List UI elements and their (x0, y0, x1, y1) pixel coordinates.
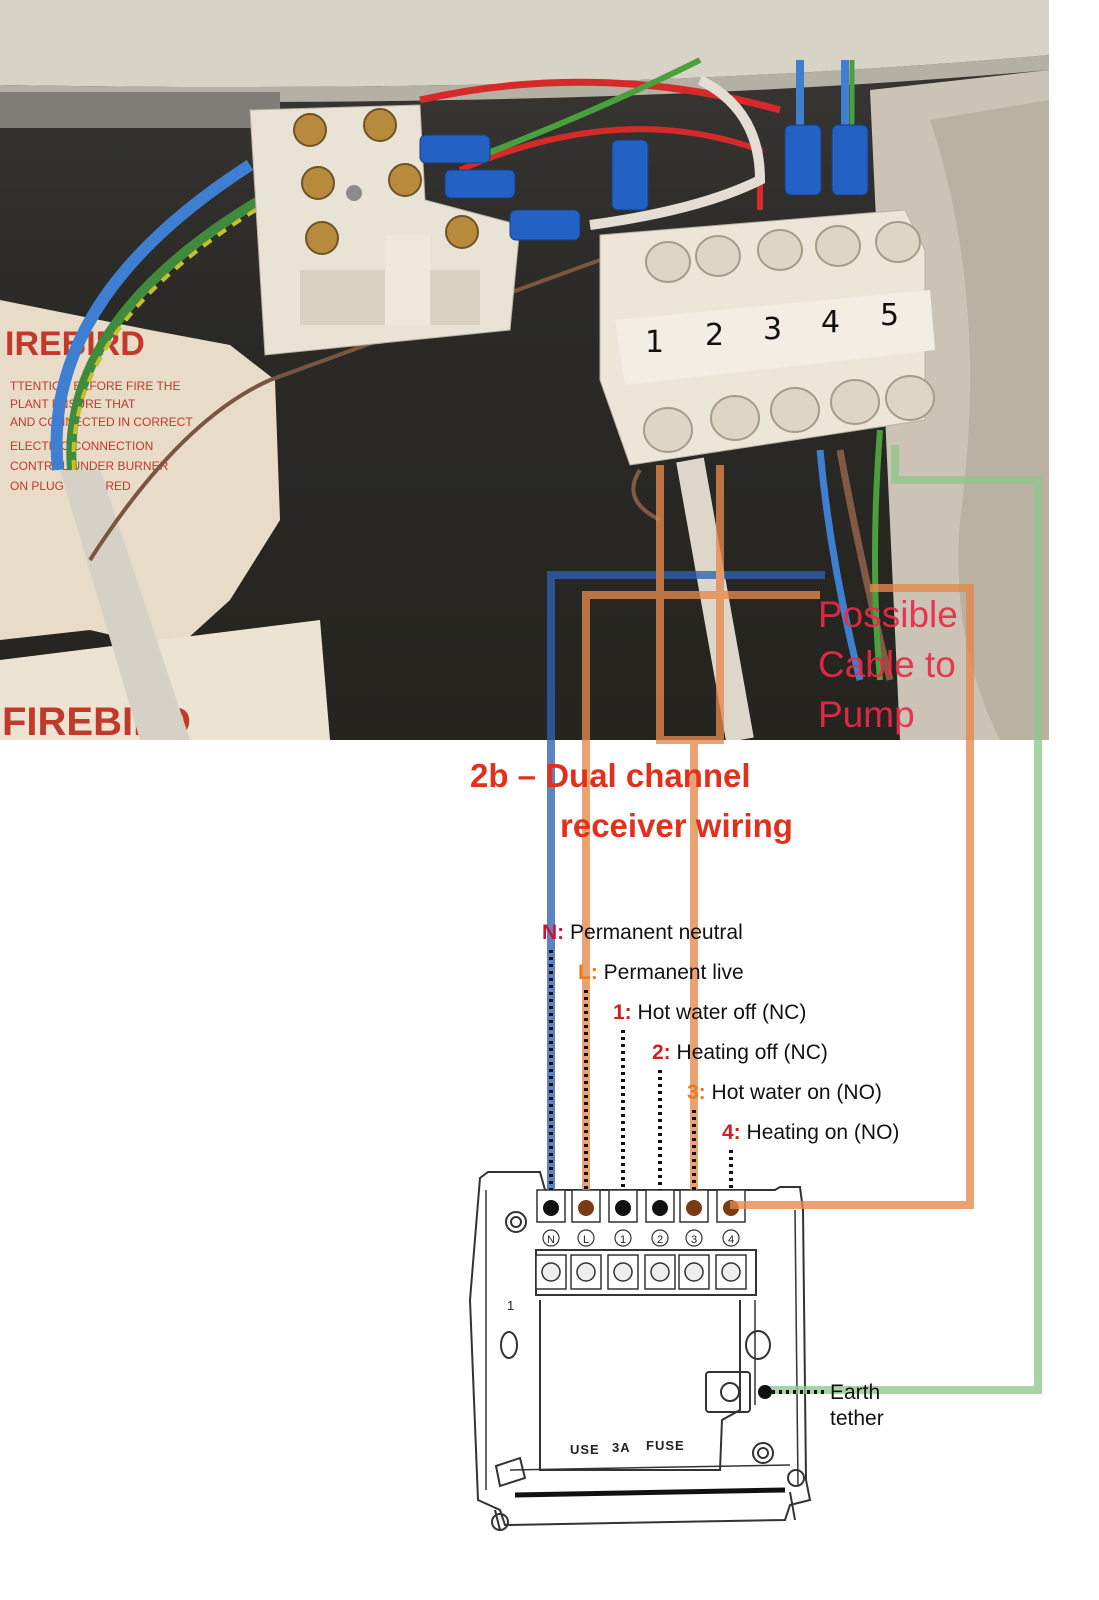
svg-text:TTENTION BEFORE FIRE THE: TTENTION BEFORE FIRE THE (10, 379, 180, 393)
terminal-pin-row: N L 1 2 3 4 (536, 1189, 746, 1247)
label-terminal-4-code: 4: (722, 1121, 741, 1144)
label-neutral-desc: Permanent neutral (564, 921, 743, 944)
terminal-number-4: 4 (821, 305, 841, 340)
right-terminal-strip (599, 209, 935, 466)
diagram-heading-line2: receiver wiring (560, 807, 793, 844)
terminal-pin-N (543, 1200, 559, 1216)
screw-L (576, 1262, 596, 1282)
terminal-mark-ring-1 (614, 1229, 632, 1247)
pump-cable-annotation: Possible Cable to Pump (818, 590, 988, 740)
terminal-mark-N: N (547, 1234, 555, 1246)
label-terminal-3-desc: Hot water on (NO) (705, 1081, 882, 1104)
earth-label-line2: tether (830, 1407, 884, 1430)
screw-block-4 (715, 1254, 747, 1290)
screw-N (541, 1262, 561, 1282)
label-terminal-1-code: 1: (613, 1001, 632, 1024)
label-live: L: Permanent live (578, 961, 744, 985)
terminal-number-3: 3 (763, 312, 783, 347)
screw-4 (721, 1262, 741, 1282)
terminal-housing-1 (608, 1189, 638, 1223)
earth-tether-label: Earth tether (830, 1380, 884, 1432)
terminal-number-5: 5 (880, 298, 900, 333)
svg-text:CONTROL UNDER BURNER: CONTROL UNDER BURNER (10, 459, 169, 473)
svg-text:ELECTRIC CONNECTION: ELECTRIC CONNECTION (10, 439, 153, 453)
terminal-screw-row (535, 1254, 747, 1290)
diagram-heading-line1: 2b – Dual channel (470, 757, 751, 794)
label-live-code: L: (578, 961, 598, 984)
annotation-line-2: Cable to (818, 644, 956, 685)
side-mark: 1 (507, 1298, 516, 1313)
terminal-mark-ring-4 (722, 1229, 740, 1247)
earth-wire-overlay (762, 445, 1042, 1394)
label-terminal-2-code: 2: (652, 1041, 671, 1064)
label-terminal-1-desc: Hot water off (NC) (631, 1001, 807, 1024)
terminal-pin-3 (686, 1200, 702, 1216)
terminal-mark-ring-3 (685, 1229, 703, 1247)
pump-cable-overlay (730, 584, 974, 1209)
fuse-label-3a: 3A (612, 1440, 631, 1455)
screw-2 (650, 1262, 670, 1282)
hotwater-on-wire-overlay-top (694, 465, 724, 744)
terminal-mark-L: L (583, 1234, 589, 1246)
screw-3 (684, 1262, 704, 1282)
label-terminal-2-desc: Heating off (NC) (670, 1041, 828, 1064)
terminal-mark-ring-N (542, 1229, 560, 1247)
left-terminal-block (249, 104, 521, 356)
receiver-backplate (468, 1171, 812, 1531)
label-terminal-2: 2: Heating off (NC) (652, 1041, 828, 1065)
hotwater-on-wire-overlay (656, 465, 698, 1190)
terminal-mark-3: 3 (691, 1234, 697, 1246)
label-terminal-3-code: 3: (687, 1081, 706, 1104)
label-neutral: N: Permanent neutral (542, 921, 743, 945)
label-terminal-4-desc: Heating on (NO) (740, 1121, 900, 1144)
fuse-label-use: USE (570, 1442, 600, 1457)
terminal-pin-2 (652, 1200, 668, 1216)
terminal-number-2: 2 (705, 318, 725, 353)
junction-box-illustration: IREBIRD TTENTION BEFORE FIRE THE PLANT E… (0, 0, 1049, 740)
terminal-mark-1: 1 (620, 1234, 626, 1246)
terminal-mark-4: 4 (728, 1234, 734, 1246)
fuse-label-fuse: FUSE (646, 1438, 685, 1453)
earth-label-line1: Earth (830, 1381, 881, 1404)
label-terminal-1: 1: Hot water off (NC) (613, 1001, 806, 1025)
terminal-number-1: 1 (645, 325, 665, 360)
terminal-pin-L (578, 1200, 594, 1216)
label-terminal-3: 3: Hot water on (NO) (687, 1081, 882, 1105)
terminal-mark-2: 2 (657, 1234, 663, 1246)
label-neutral-code: N: (542, 921, 565, 944)
annotation-line-1: Possible (818, 594, 958, 635)
label-live-desc: Permanent live (597, 961, 744, 984)
terminal-mark-ring-2 (651, 1229, 669, 1247)
screw-1 (613, 1262, 633, 1282)
junction-box-photo: IREBIRD TTENTION BEFORE FIRE THE PLANT E… (0, 0, 1049, 740)
terminal-mark-ring-L (577, 1229, 595, 1247)
label-terminal-4: 4: Heating on (NO) (722, 1121, 899, 1145)
annotation-line-3: Pump (818, 694, 915, 735)
terminal-pin-1 (615, 1200, 631, 1216)
